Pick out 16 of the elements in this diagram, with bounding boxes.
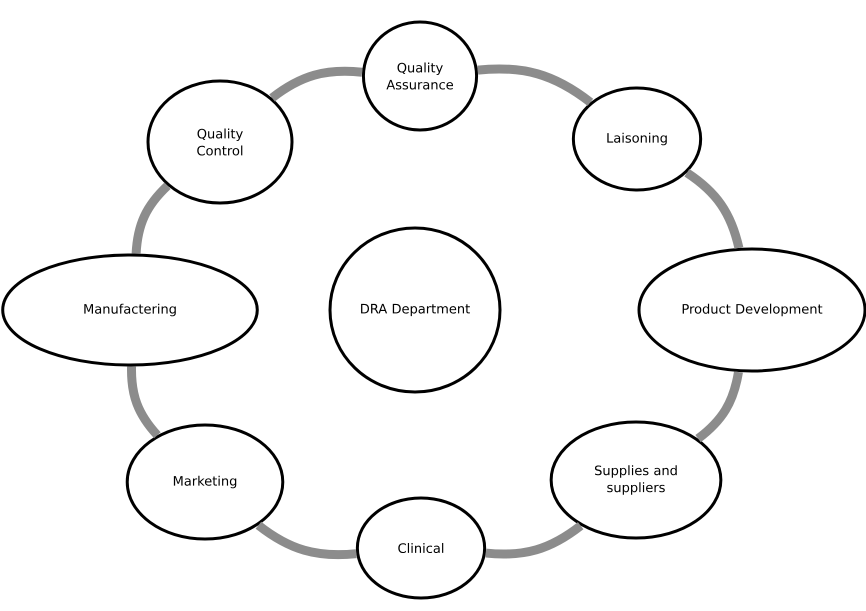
oval-node: Clinical	[356, 496, 486, 600]
ring-arc	[477, 64, 594, 106]
oval-node: Manufactering	[1, 254, 259, 366]
ring-arc	[684, 169, 744, 249]
ring-arc	[132, 182, 171, 254]
oval-node: Laisoning	[572, 86, 702, 192]
ring-arc	[485, 522, 584, 559]
ring-arc	[256, 522, 357, 560]
ring-arc	[695, 371, 743, 442]
oval-node: Quality Control	[146, 80, 294, 204]
oval-node: Quality Assurance	[362, 20, 478, 132]
oval-node: DRA Department	[328, 226, 502, 394]
oval-node: Supplies and suppliers	[550, 420, 722, 540]
ring-arc	[269, 66, 362, 102]
oval-node: Marketing	[126, 424, 284, 540]
ring-arc	[127, 366, 161, 438]
